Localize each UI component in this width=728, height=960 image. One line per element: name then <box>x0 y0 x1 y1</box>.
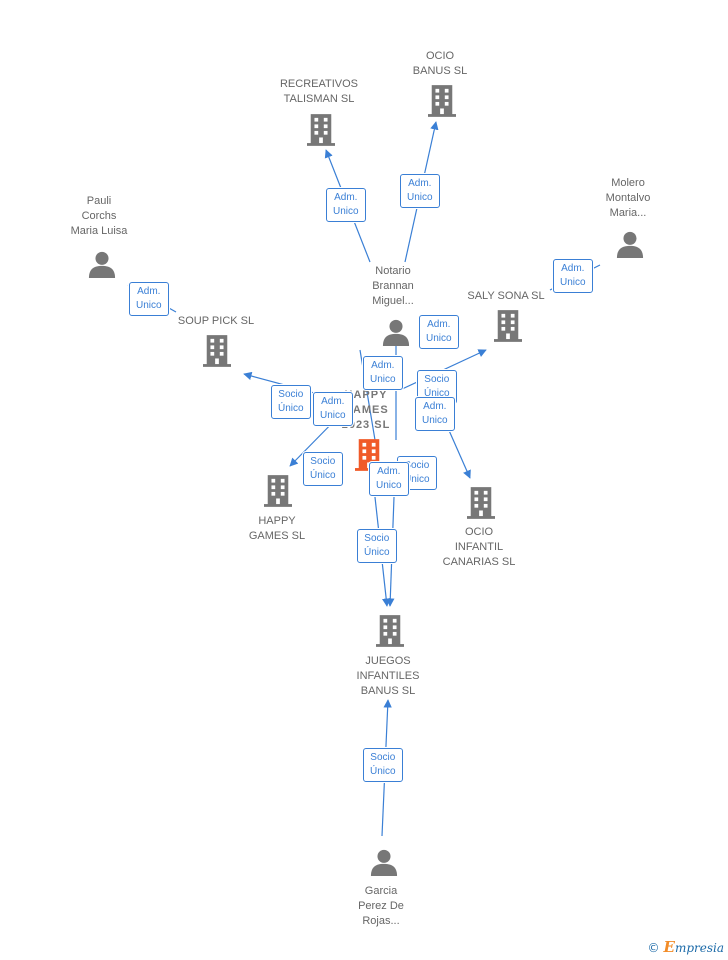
label-garcia[interactable]: Garcia Perez De Rojas... <box>358 885 404 927</box>
notario-person-icon <box>382 319 410 346</box>
edge-label-adm-unico: Adm. Unico <box>363 356 403 390</box>
label-molero[interactable]: Molero Montalvo Maria... <box>605 177 651 219</box>
edge-label-socio-unico: Socio Único <box>303 452 343 486</box>
label-soup-pick[interactable]: SOUP PICK SL <box>177 315 255 327</box>
edge-label-adm-unico: Adm. Unico <box>369 462 409 496</box>
edge-label-socio-unico: Socio Único <box>271 385 311 419</box>
edge-label-socio-unico: Socio Único <box>363 748 403 782</box>
edge-label-adm-unico: Adm. Unico <box>553 259 593 293</box>
ocioinfantil-building-icon <box>467 487 495 519</box>
label-saly-sona[interactable]: SALY SONA SL <box>467 290 545 302</box>
juegos-building-icon <box>376 615 404 647</box>
edge-label-adm-unico: Adm. Unico <box>415 397 455 431</box>
label-center-company[interactable]: HAPPY GAMES 2023 SL <box>341 389 391 431</box>
label-notario[interactable]: Notario Brannan Miguel... <box>372 265 414 307</box>
brand-initial: E <box>663 938 675 956</box>
ocio-banus-building-icon <box>428 85 456 117</box>
label-happy-games[interactable]: HAPPY GAMES SL <box>248 515 306 542</box>
edge-label-adm-unico: Adm. Unico <box>326 188 366 222</box>
molero-person-icon <box>616 231 644 258</box>
happygames-building-icon <box>264 475 292 507</box>
pauli-person-icon <box>88 251 116 278</box>
saly-building-icon <box>494 310 522 342</box>
souppick-building-icon <box>203 335 231 367</box>
edge-label-adm-unico: Adm. Unico <box>129 282 169 316</box>
recreativos-building-icon <box>307 114 335 146</box>
label-recreativos[interactable]: RECREATIVOS TALISMAN SL <box>279 78 359 105</box>
edge-label-adm-unico: Adm. Unico <box>313 392 353 426</box>
garcia-person-icon <box>370 849 398 876</box>
edge-label-adm-unico: Adm. Unico <box>419 315 459 349</box>
brand-name: mpresia <box>674 941 724 955</box>
label-juegos[interactable]: JUEGOS INFANTILES BANUS SL <box>356 655 420 697</box>
label-ocio-infantil[interactable]: OCIO INFANTIL CANARIAS SL <box>442 526 516 568</box>
edge-label-adm-unico: Adm. Unico <box>400 174 440 208</box>
label-ocio-banus[interactable]: OCIO BANUS SL <box>412 50 468 77</box>
edges <box>127 121 601 837</box>
edge-label-socio-unico: Socio Único <box>357 529 397 563</box>
label-pauli[interactable]: Pauli Corchs Maria Luisa <box>70 195 128 237</box>
empresia-footer[interactable]: ©Empresia <box>648 938 725 956</box>
copyright-symbol: © <box>647 941 660 955</box>
